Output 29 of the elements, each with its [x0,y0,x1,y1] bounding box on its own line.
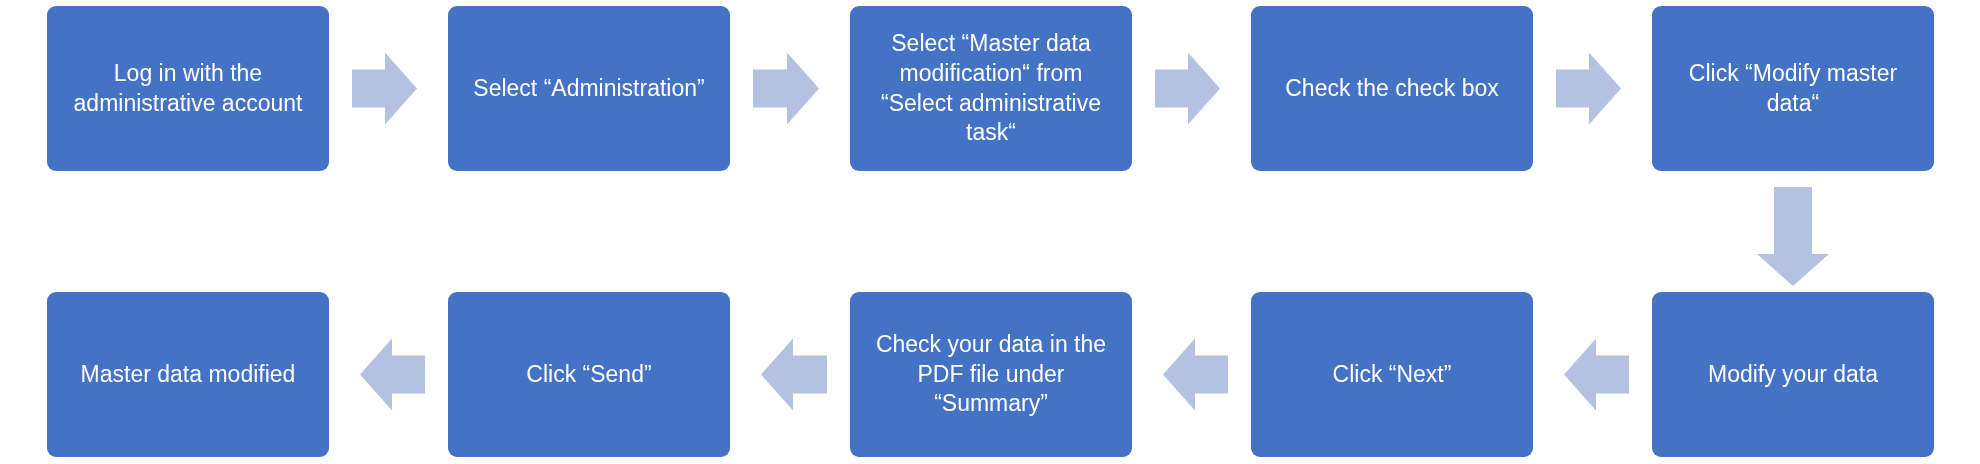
step-text: Check your data in the PDF file under “Summary” [874,329,1108,419]
block-arrow [1556,52,1621,125]
block-arrow [753,52,819,125]
block-arrow [1163,338,1228,411]
block-arrow [352,52,417,125]
step-text: Master data modified [80,359,296,389]
process-box [47,6,329,171]
process-box [1251,292,1533,457]
step-text: Select “Master data modification“ from “Select administrative task“ [880,28,1102,148]
block-arrow [360,338,425,411]
block-arrow [1155,52,1220,125]
process-box [1652,292,1934,457]
block-arrow [1757,187,1829,286]
process-box [850,292,1132,457]
step-text: Click “Modify master data“ [1687,58,1899,118]
step-text: Log in with the administrative account [72,58,304,118]
step-text: Click “Send” [526,359,652,389]
process-box [1652,6,1934,171]
block-arrow [1564,338,1629,411]
step-text: Check the check box [1285,73,1499,103]
step-text: Click “Next” [1332,359,1452,389]
process-box [47,292,329,457]
process-box [850,6,1132,171]
process-box [448,292,730,457]
step-text: Modify your data [1708,359,1878,389]
block-arrow [761,338,827,411]
process-box [448,6,730,171]
step-text: Select “Administration” [473,73,705,103]
process-box [1251,6,1533,171]
